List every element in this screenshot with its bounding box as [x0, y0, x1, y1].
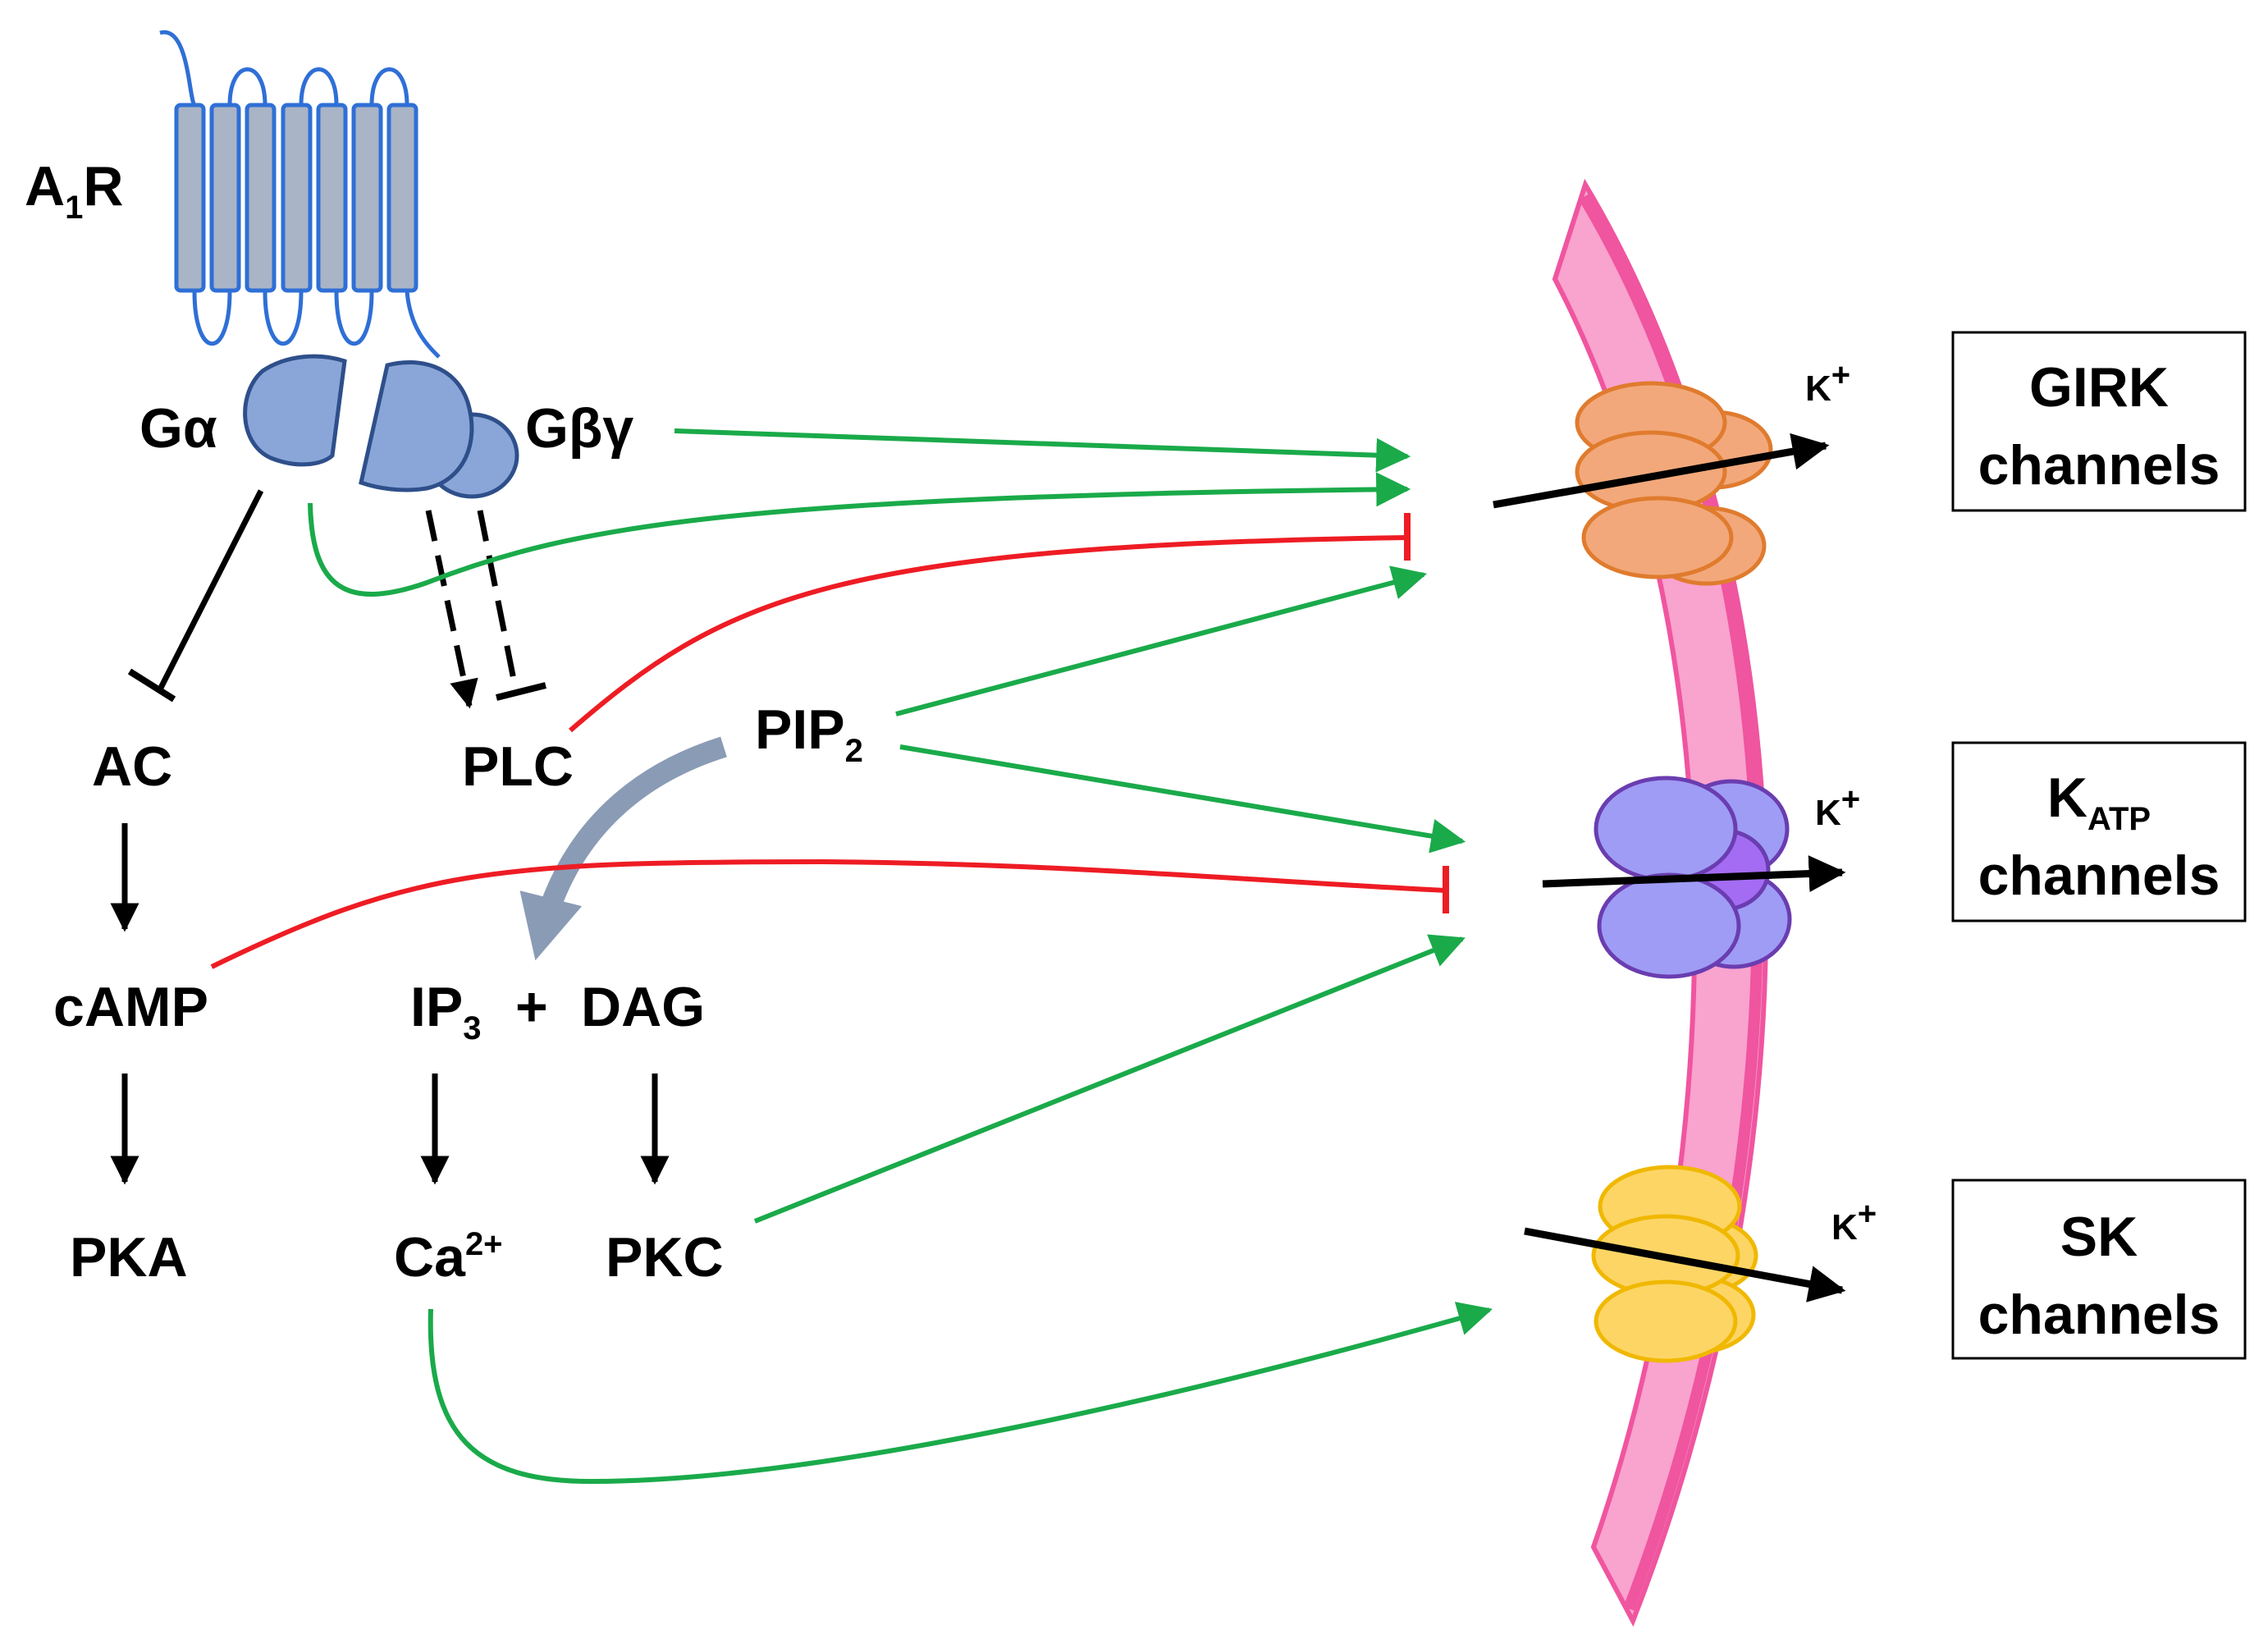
katp-k-ion-label: K+ — [1815, 781, 1860, 833]
sk-channel-icon — [1524, 1165, 1846, 1363]
katp-subtitle: channels — [1978, 845, 2220, 907]
pip2-activates-katp-arrow — [899, 744, 1466, 854]
pip2-hydrolysis-arrow — [519, 736, 727, 961]
camp-label: cAMP — [53, 976, 208, 1038]
g-betagamma-subunit-icon — [359, 359, 519, 499]
plc-label: PLC — [462, 735, 574, 798]
camp-inhibits-katp — [210, 858, 1447, 969]
dag-label: DAG — [581, 976, 705, 1038]
pip2-label: PIP2 — [755, 698, 863, 769]
girk-channel-icon — [1493, 381, 1830, 586]
plus-sign: + — [515, 976, 548, 1038]
ca-activates-sk-arrow — [428, 1302, 1493, 1485]
girk-title: GIRK — [2029, 356, 2169, 419]
galpha-activates-girk-arrow — [308, 472, 1411, 597]
sk-subtitle: channels — [1978, 1284, 2220, 1346]
girk-subtitle: channels — [1978, 434, 2220, 497]
pkc-label: PKC — [606, 1226, 724, 1289]
katp-title: KATP — [2047, 767, 2151, 837]
g-betagamma-label: Gβγ — [525, 397, 633, 460]
girk-k-ion-label: K+ — [1805, 357, 1850, 409]
pkc-activates-katp-arrow — [753, 934, 1466, 1224]
katp-channels-box: KATP channels — [1951, 741, 2247, 922]
ac-label: AC — [92, 735, 172, 798]
sk-channels-box: SK channels — [1951, 1179, 2247, 1360]
girk-channels-box: GIRK channels — [1951, 331, 2247, 512]
g-alpha-subunit-icon — [243, 354, 347, 467]
gbg-activates-plc-dashed — [425, 510, 478, 709]
sk-title: SK — [2060, 1206, 2138, 1268]
gbg-activates-girk-arrow — [674, 428, 1411, 473]
sk-k-ion-label: K+ — [1831, 1196, 1877, 1247]
receptor-label: A1R — [25, 155, 123, 226]
katp-channel-icon — [1542, 776, 1846, 979]
ca-label: Ca2+ — [394, 1226, 503, 1289]
pip2-activates-girk-arrow — [895, 565, 1428, 716]
g-alpha-label: Gα — [139, 397, 217, 460]
a1-receptor-icon — [159, 30, 441, 359]
g-alpha-inhibits-ac — [127, 489, 264, 703]
plc-inhibits-girk — [569, 535, 1408, 733]
pka-label: PKA — [70, 1226, 188, 1289]
gbg-inhibits-plc-dashed — [477, 510, 546, 701]
ip3-label: IP3 — [410, 976, 482, 1046]
